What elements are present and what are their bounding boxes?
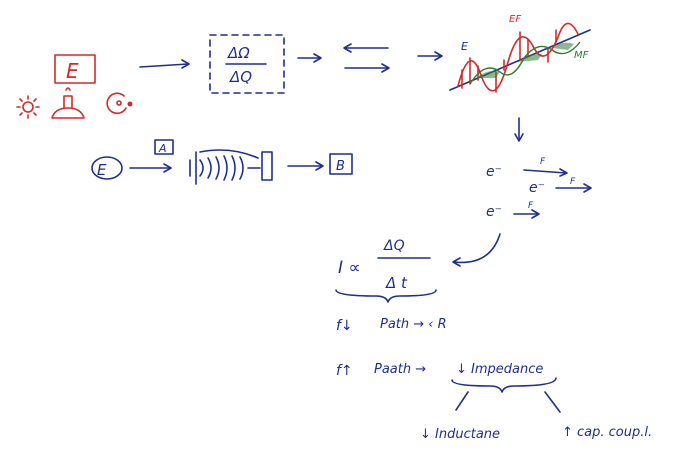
wave-label-e: E (461, 40, 468, 53)
branch-right: ↑ cap. coup.l. (562, 425, 652, 440)
resistor-icon (261, 151, 273, 181)
electron-source (91, 156, 123, 180)
branch-left: ↓ Inductane (420, 427, 500, 442)
current-formula: I ∝ ΔQ Δ t (335, 238, 437, 303)
box-a (154, 139, 174, 155)
box-b (329, 153, 353, 175)
turbine-icon (106, 92, 133, 115)
formula-brace (335, 289, 437, 303)
line1-prefix: f↓ (336, 318, 353, 334)
formula-num: ΔQ (383, 238, 405, 254)
branch-right-line (544, 391, 561, 413)
electron-source-label: E (97, 161, 107, 179)
fraction-top: ΔΩ (227, 44, 250, 62)
arrow-to-fraction (139, 63, 189, 68)
coil-capacitor (189, 151, 197, 185)
energy-box (54, 54, 96, 84)
branch-left-line (455, 391, 469, 411)
force-label-1: F (540, 157, 546, 167)
electron-2: e⁻ (529, 180, 545, 196)
wave-label-mf: MF (574, 50, 589, 61)
force-label-2: F (570, 177, 576, 187)
coil-icon (199, 155, 244, 181)
impedance-label: ↓ Impedance (456, 362, 543, 377)
fraction-box: ΔΩ ΔQ (209, 34, 285, 94)
energy-box-label: E (66, 59, 79, 83)
fuel-burner-icon (51, 87, 85, 119)
sun-icon (16, 95, 40, 119)
line2-text: Paath → (374, 362, 426, 377)
circuit-row: E A B (91, 139, 353, 185)
electron-list: e⁻ F e⁻ F e⁻ F (486, 157, 592, 220)
electron-3: e⁻ (486, 204, 502, 220)
wave-label-ef: EF (509, 14, 521, 25)
line2-prefix: f↑ (336, 363, 353, 379)
impedance-brace (451, 377, 557, 393)
line1-text: Path → ‹ R (380, 317, 447, 332)
electron-1: e⁻ (486, 164, 502, 180)
box-a-label: A (158, 142, 167, 155)
force-label-3: F (528, 201, 534, 211)
formula-lhs: I ∝ (338, 258, 361, 278)
energy-source-group: E (16, 54, 133, 119)
box-b-label: B (336, 159, 345, 174)
formula-den: Δ t (385, 274, 408, 292)
fraction-bottom: ΔQ (229, 68, 252, 86)
em-wave: EF E MF (449, 14, 591, 93)
